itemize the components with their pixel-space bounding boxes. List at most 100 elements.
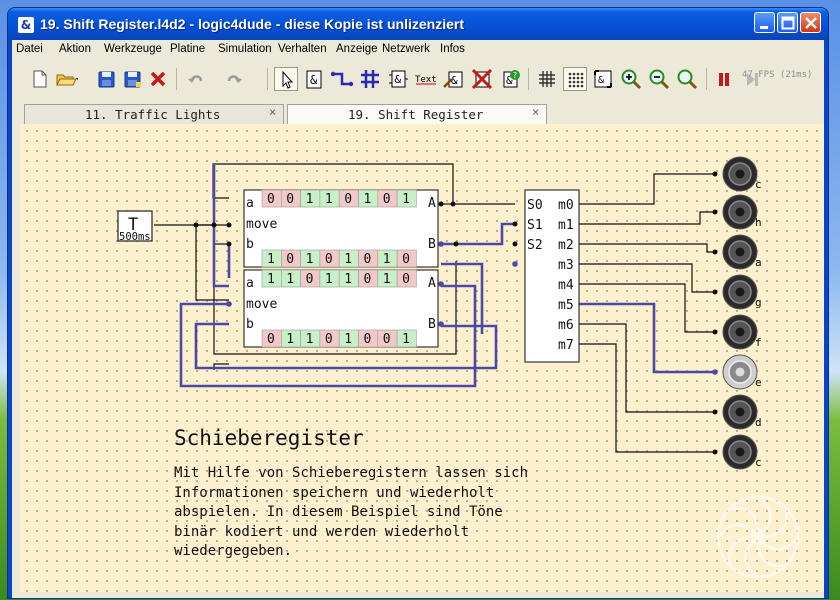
out-a-label: A <box>428 276 436 291</box>
save-button[interactable] <box>94 67 118 91</box>
bit-cell[interactable] <box>396 329 417 348</box>
text-tool-button[interactable]: Text <box>414 67 438 91</box>
zoom-in-button[interactable] <box>619 67 643 91</box>
menu-datei[interactable]: Datei <box>16 43 43 55</box>
title-bar[interactable]: & 19. Shift Register.l4d2 - logic4dude -… <box>8 8 828 40</box>
bit-value: 0 <box>383 192 391 207</box>
zoom-reset-icon <box>677 69 698 90</box>
bit-value: 0 <box>286 192 294 207</box>
doc-line: Mit Hilfe von Schieberegistern lassen si… <box>174 465 529 481</box>
edit-gate-button[interactable]: & <box>442 67 466 91</box>
bit-value: 1 <box>286 272 294 287</box>
undo-button[interactable] <box>184 67 208 91</box>
zoom-reset-button[interactable] <box>675 67 699 91</box>
out-a-label: A <box>428 196 436 211</box>
speaker-c[interactable]: c <box>722 434 762 470</box>
menu-infos[interactable]: Infos <box>440 43 465 55</box>
menu-platine[interactable]: Platine <box>170 43 206 55</box>
step-button[interactable] <box>740 67 764 91</box>
fit-view-button[interactable]: & <box>591 67 615 91</box>
speaker-f[interactable]: f <box>722 314 762 350</box>
grid-lines-icon <box>539 71 555 87</box>
tab-close-icon[interactable]: × <box>532 105 540 119</box>
zoom-out-button[interactable] <box>647 67 671 91</box>
grid-lines-button[interactable] <box>535 67 559 91</box>
decoder-output-label: m5 <box>558 298 574 313</box>
close-button[interactable] <box>800 12 821 33</box>
pause-button[interactable] <box>712 67 736 91</box>
decoder-input-label: S0 <box>527 198 543 213</box>
select-pointer-button[interactable] <box>274 67 298 91</box>
decoder-output-label: m6 <box>558 318 574 333</box>
fit-view-icon: & <box>594 70 612 88</box>
tab-shift-register[interactable]: 19. Shift Register × <box>287 104 547 124</box>
fps-indicator: 47 FPS (21ms) <box>742 70 813 80</box>
new-file-icon <box>33 70 47 88</box>
svg-text:?: ? <box>513 71 518 80</box>
speaker-note-label: c <box>755 456 762 469</box>
save-as-button[interactable] <box>120 67 144 91</box>
menu-werkzeuge[interactable]: Werkzeuge <box>104 43 162 55</box>
bit-cell[interactable] <box>396 269 417 288</box>
speaker-center <box>735 327 745 337</box>
wire-tool-button[interactable] <box>330 67 354 91</box>
menu-verhalten[interactable]: Verhalten <box>278 43 327 55</box>
bus-tool-button[interactable] <box>358 67 382 91</box>
bit-cell[interactable] <box>396 249 417 268</box>
speaker-h[interactable]: h <box>722 194 762 230</box>
delete-button[interactable] <box>146 67 170 91</box>
menu-simulation[interactable]: Simulation <box>218 43 272 55</box>
speaker-g[interactable]: g <box>722 274 762 310</box>
bit-value: 1 <box>306 252 314 267</box>
zoom-out-icon <box>649 69 670 90</box>
menu-aktion[interactable]: Aktion <box>59 43 91 55</box>
speaker-e[interactable]: e <box>722 354 762 390</box>
speaker-center <box>735 407 745 417</box>
open-folder-button[interactable] <box>54 67 79 91</box>
bit-value: 1 <box>383 272 391 287</box>
toolbar-separator <box>176 68 177 90</box>
bit-value: 1 <box>383 252 391 267</box>
add-component-button[interactable]: & <box>386 67 410 91</box>
svg-text:&: & <box>598 75 604 86</box>
help-gate-button[interactable]: &? <box>498 67 522 91</box>
bit-value: 0 <box>286 252 294 267</box>
port-move-label: move <box>246 297 277 312</box>
app-window: & 19. Shift Register.l4d2 - logic4dude -… <box>8 8 828 598</box>
maximize-icon <box>781 16 795 30</box>
decoder-output-label: m2 <box>558 238 574 253</box>
maximize-button[interactable] <box>777 12 798 33</box>
speaker-c[interactable]: c <box>722 156 762 192</box>
bit-value: 1 <box>325 192 333 207</box>
decoder-output-label: m7 <box>558 338 574 353</box>
speaker-a[interactable]: a <box>722 234 762 270</box>
tab-close-icon[interactable]: × <box>269 105 277 119</box>
toolbar-separator <box>528 68 529 90</box>
redo-button[interactable] <box>222 67 246 91</box>
bit-value: 1 <box>344 272 352 287</box>
delete-gate-icon <box>471 68 493 90</box>
timer-component[interactable]: T 500ms <box>117 210 153 243</box>
speaker-note-label: f <box>755 336 762 349</box>
undo-icon <box>188 75 203 83</box>
delete-icon <box>150 71 166 87</box>
speaker-d[interactable]: d <box>722 394 762 430</box>
menu-anzeige[interactable]: Anzeige <box>336 43 378 55</box>
add-gate-button[interactable]: & <box>302 67 326 91</box>
decoder-input-label: S1 <box>527 218 543 233</box>
minimize-button[interactable] <box>754 12 775 33</box>
grid-dots-button[interactable] <box>563 67 587 91</box>
menu-netzwerk[interactable]: Netzwerk <box>382 43 430 55</box>
tab-traffic-lights[interactable]: 11. Traffic Lights × <box>24 104 284 124</box>
bit-value: 1 <box>306 332 314 347</box>
speaker-center <box>735 207 745 217</box>
bit-cell[interactable] <box>396 189 417 208</box>
new-file-button[interactable] <box>27 67 51 91</box>
delete-gate-button[interactable] <box>470 67 494 91</box>
